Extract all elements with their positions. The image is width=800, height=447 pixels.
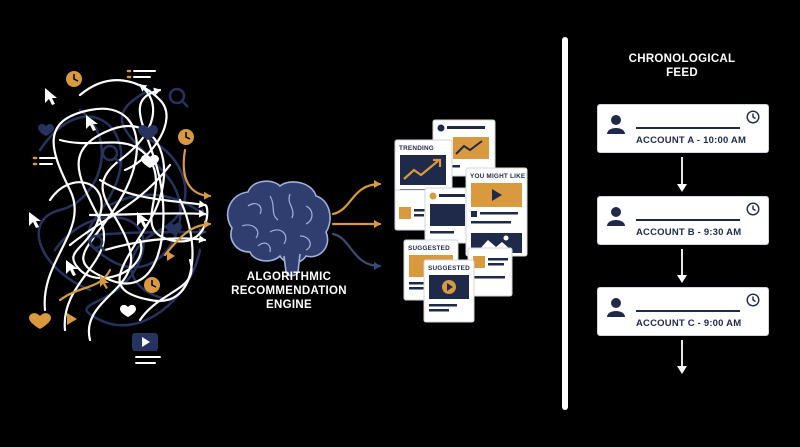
search-icon [168,87,189,108]
play-icon [67,313,77,325]
heart-icon [138,125,158,140]
feed-flow-arrows [677,157,687,374]
clock-icon [144,277,160,293]
heart-icon [120,304,136,317]
heart-icon [29,313,51,329]
list-icon [126,69,156,79]
clock-icon [746,293,760,307]
search-icon [101,144,122,165]
clock-icon [746,110,760,124]
heart-icon [141,154,159,168]
engine-label-line3: ENGINE [266,299,312,311]
list-icon [135,356,161,364]
you-might-like-card: YOU MIGHT LIKE [465,167,528,257]
feed-item-divider [636,310,740,312]
heart-icon [38,123,54,136]
suggested-label: SUGGESTED [408,245,450,252]
you-might-like-label: YOU MIGHT LIKE [470,173,526,180]
brain-icon [226,180,331,277]
article-card [394,189,432,231]
cursor-icon [29,212,41,228]
article-card [424,187,471,244]
suggested-label: SUGGESTED [428,265,470,272]
feed-title-line2: FEED [666,67,698,79]
cursor-icon [86,115,98,131]
feed-item-divider [636,127,740,129]
play-icon [167,251,175,261]
avatar-icon [607,207,625,226]
avatar-icon [607,298,625,317]
feed-item-label: ACCOUNT B - 9:30 AM [636,227,742,238]
divider-line [562,37,568,410]
clock-icon [178,129,194,145]
suggested-card: SUGGESTED [423,259,475,323]
engine-label: ALGORITHMIC RECOMMENDATION ENGINE [214,270,364,312]
play-icon [447,283,453,291]
heart-icon [166,222,182,235]
engine-label-line1: ALGORITHMIC [246,271,332,283]
video-icon [132,333,158,351]
feed-item-divider [636,219,740,221]
search-icon [88,234,106,252]
feed-item-account-c: ACCOUNT C - 9:00 AM [597,287,769,336]
play-icon [492,189,502,201]
feed-item-label: ACCOUNT C - 9:00 AM [636,318,742,329]
trending-label: TRENDING [399,145,434,152]
clock-icon [746,202,760,216]
avatar-icon [607,115,625,134]
feed-title: CHRONOLOGICAL FEED [610,52,754,80]
recommendation-cards: TRENDING YOU MIGHT LIKE [394,119,528,323]
cursor-icon [45,88,57,105]
feed-item-account-b: ACCOUNT B - 9:30 AM [597,196,769,245]
trend-up-icon [403,160,439,180]
list-icon [32,156,57,166]
article-card [467,247,513,297]
cursor-icon [66,260,78,276]
clock-icon [66,71,82,87]
cursor-icon [100,275,109,289]
engine-output-arrows [331,180,382,270]
tangled-content-paths [37,79,212,342]
cursor-icon [137,212,149,228]
feed-title-line1: CHRONOLOGICAL [628,53,736,65]
feed-item-label: ACCOUNT A - 10:00 AM [636,135,747,146]
feed-item-account-a: ACCOUNT A - 10:00 AM [597,104,769,153]
engine-label-line2: RECOMMENDATION [231,285,347,297]
